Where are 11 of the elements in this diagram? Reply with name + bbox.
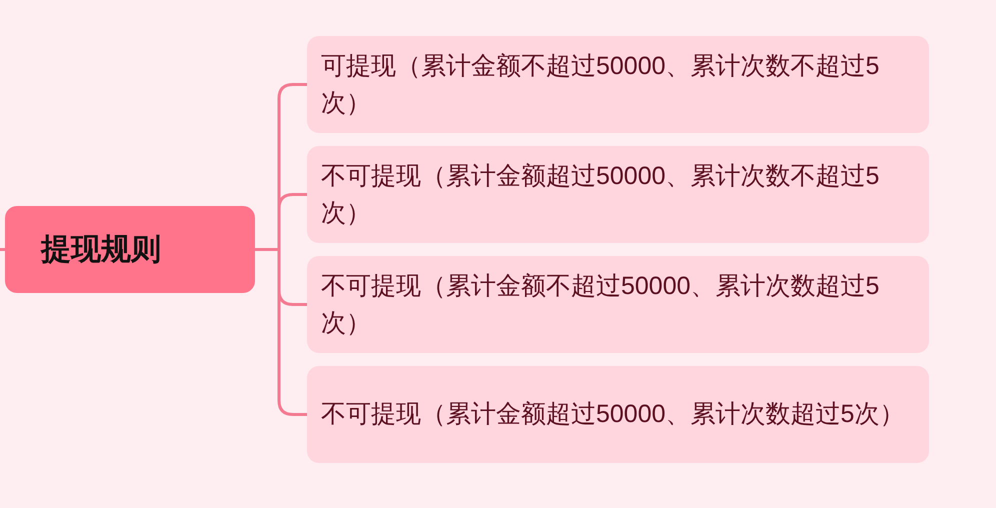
topic-text: 不可提现（累计金额不超过50000、累计次数超过5次） — [321, 270, 880, 338]
topic-text: 不可提现（累计金额超过50000、累计次数不超过5次） — [321, 160, 880, 228]
subtopic-box — [307, 36, 929, 133]
topic-text: 提现规则 — [41, 231, 161, 269]
subtopic-box — [307, 366, 929, 463]
subtopic-box — [307, 146, 929, 243]
connector-line — [0, 248, 5, 251]
subtopic-box — [307, 256, 929, 353]
topic-text: 可提现（累计金额不超过50000、累计次数不超过5次） — [321, 50, 880, 118]
root-topic-box — [5, 206, 255, 293]
topic-text: 不可提现（累计金额超过50000、累计次数超过5次） — [321, 399, 904, 430]
